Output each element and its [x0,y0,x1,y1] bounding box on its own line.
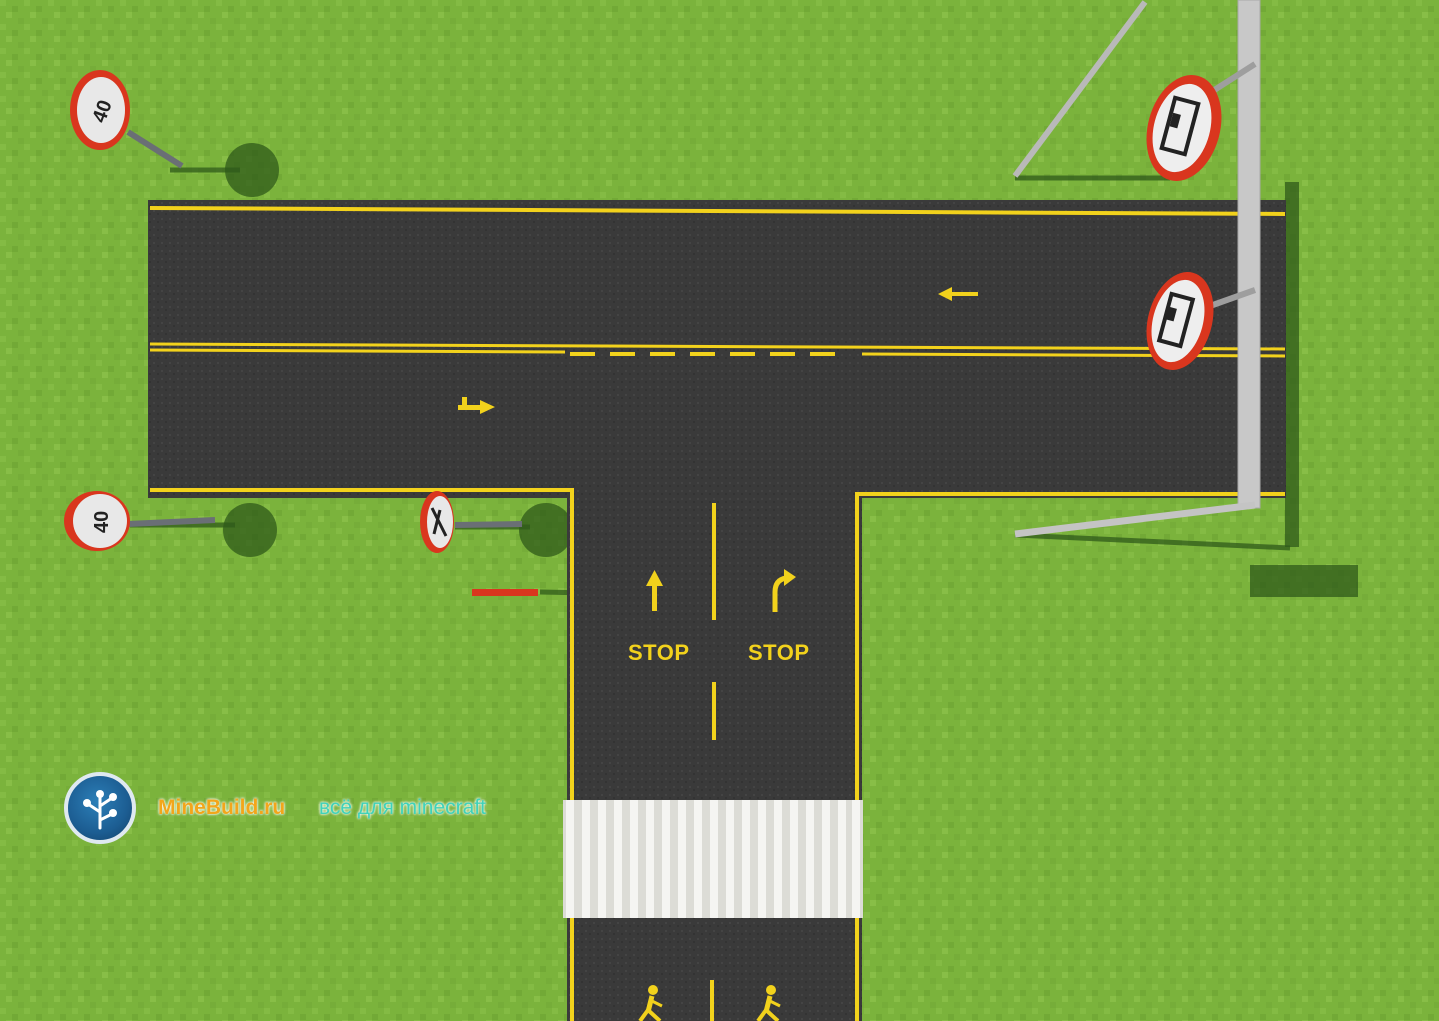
watermark-tagline: всё для minecraft [319,796,487,819]
crosswalk [563,800,863,918]
lane-arrow-right-turn [458,397,495,414]
arrow-right-turn-head [784,569,796,586]
stop-marking-left: STOP [628,640,690,665]
pedestrian-icon-right [756,985,781,1021]
stop-marking-right: STOP [748,640,810,665]
gantry [1012,0,1261,538]
svg-text:40: 40 [91,511,113,533]
watermark-site: MineBuild.ru [158,796,286,819]
no-trucks-sign-upper [1146,75,1222,181]
minebuild-logo-icon [64,772,136,844]
arrow-right-turn [772,575,787,612]
lane-arrow-left [938,287,978,301]
center-line [149,342,1286,358]
arrow-straight [646,570,663,611]
speed-limit-sign-top-left: 40 [70,70,184,169]
watermark: MineBuild.ru всё для minecraft [64,770,534,846]
no-trucks-sign-lower [1146,271,1214,371]
side-center-line [710,503,716,1021]
no-turn-sign [420,491,523,553]
speed-limit-sign-bottom-left: 40 [64,491,216,551]
pedestrian-icon-left [638,985,663,1021]
red-barrier [472,589,538,596]
